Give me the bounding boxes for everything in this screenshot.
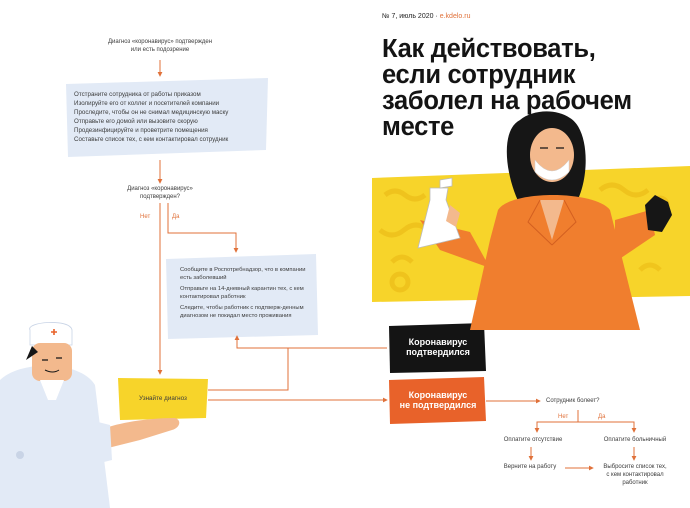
step-item: Проследите, чтобы он не снимал медицинск… — [74, 108, 229, 116]
pay-absence: Оплатите отсутствие — [503, 437, 563, 443]
site-link[interactable]: e.kdelo.ru — [439, 13, 471, 20]
discard-text: работник — [622, 479, 648, 486]
steps-list: Отстраните сотрудника от работы приказом… — [74, 91, 264, 145]
not-confirmed-text: не подтвердился — [399, 400, 477, 411]
discard-list: Выбросите список тех, с кем контактирова… — [592, 464, 678, 487]
start-text: или есть подозрение — [130, 46, 190, 53]
no-label: Нет — [140, 214, 151, 220]
confirmed-text: Коронавирус — [408, 337, 468, 347]
page-title: Как действовать, если сотрудник заболел … — [382, 36, 682, 140]
yes-label: Да — [598, 414, 606, 420]
step-item: Отстраните сотрудника от работы приказом — [74, 91, 201, 98]
question-text: Диагноз «коронавирус» — [127, 186, 193, 192]
connectors — [157, 60, 637, 471]
no-label: Нет — [558, 414, 569, 420]
confirmed-steps-list: Сообщите в Роспотребнадзор, что в компан… — [180, 267, 312, 320]
find-out-box — [118, 378, 208, 420]
discard-text: с кем контактировал — [606, 471, 664, 478]
not-confirmed-badge — [389, 377, 486, 424]
return-to-work: Верните на работу — [503, 464, 557, 470]
title-line: если сотрудник — [382, 61, 576, 89]
steps-box — [66, 78, 268, 157]
find-out-label: Узнайте диагноз — [139, 395, 187, 402]
title-line: заболел на рабочем — [382, 87, 632, 115]
sick-question: Сотрудник болеет? — [546, 398, 600, 404]
confirmed-label: Коронавирус подтвердился — [392, 337, 484, 358]
confirmed-text: подтвердился — [406, 347, 470, 358]
confirmed-box — [166, 254, 318, 339]
step-item: Составьте список тех, с кем контактирова… — [74, 135, 229, 143]
confirmed-step: Следите, чтобы работник с подтверж-денны… — [180, 305, 304, 319]
doctor-illustration — [0, 322, 180, 508]
not-confirmed-label: Коронавирус не подтвердился — [392, 390, 484, 411]
start-text: Диагноз «коронавирус» подтвержден — [107, 39, 213, 45]
issue-label: № 7, июль 2020 · e.kdelo.ru — [382, 13, 470, 20]
question-text: подтвержден? — [140, 193, 180, 200]
start-node: Диагноз «коронавирус» подтвержден или ес… — [90, 39, 230, 55]
woman-illustration — [417, 111, 672, 330]
step-item: Изолируйте его от коллег и посетителей к… — [74, 99, 220, 107]
not-confirmed-text: Коронавирус — [408, 390, 468, 400]
discard-text: Выбросите список тех, — [603, 464, 667, 470]
pay-sick-leave: Оплатите больничный — [603, 437, 667, 443]
confirmed-step: Отправьте на 14-дневный карантин тех, с … — [180, 286, 304, 300]
title-line: месте — [382, 113, 455, 141]
confirmed-step: Сообщите в Роспотребнадзор, что в компан… — [180, 267, 306, 281]
step-item: Продезинфицируйте и проветрите помещения — [74, 126, 208, 134]
yes-label: Да — [172, 214, 180, 220]
confirmed-badge — [389, 323, 486, 373]
question-diagnosis: Диагноз «коронавирус» подтвержден? — [110, 186, 210, 202]
title-line: Как действовать, — [382, 35, 596, 63]
issue-number: № 7, июль 2020 · — [382, 13, 440, 20]
step-item: Отправьте его домой или вызовите скорую — [74, 117, 198, 125]
